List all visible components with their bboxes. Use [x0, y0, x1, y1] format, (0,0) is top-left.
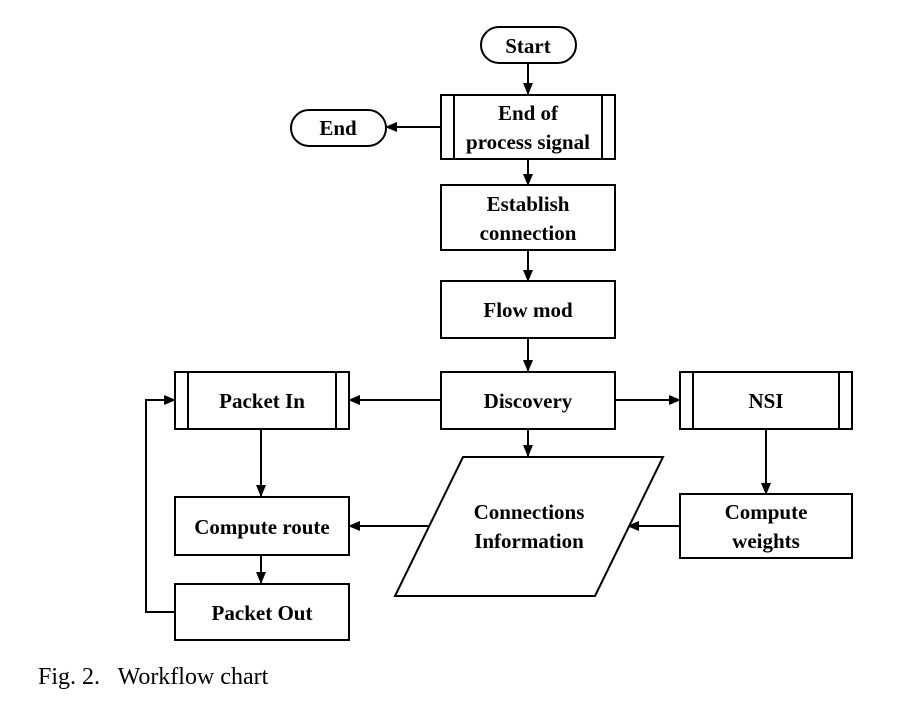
- node-discovery-label: Discovery: [484, 389, 573, 413]
- node-establish-line2: connection: [480, 221, 577, 245]
- node-connections-line2: Information: [474, 529, 584, 553]
- node-establish-line1: Establish: [487, 192, 570, 216]
- node-compute-weights: Compute weights: [679, 493, 853, 559]
- node-end: End: [290, 109, 387, 147]
- figure-caption: Fig. 2. Workflow chart: [38, 664, 269, 690]
- node-compute-weights-line1: Compute: [725, 500, 808, 524]
- node-nsi: NSI: [679, 371, 853, 430]
- node-end-of-process-line2: process signal: [466, 130, 590, 154]
- node-discovery: Discovery: [440, 371, 616, 430]
- node-end-of-process-signal: End of process signal: [440, 94, 616, 160]
- node-end-label: End: [319, 116, 357, 140]
- node-packet-out-label: Packet Out: [212, 601, 313, 625]
- node-packet-in: Packet In: [174, 371, 350, 430]
- node-connections-information: Connections Information: [393, 456, 665, 597]
- node-packet-in-label: Packet In: [219, 389, 305, 413]
- node-establish-connection: Establish connection: [440, 184, 616, 251]
- node-end-of-process-line1: End of: [498, 101, 559, 125]
- node-packet-out: Packet Out: [174, 583, 350, 641]
- node-start: Start: [480, 26, 577, 64]
- node-flow-mod-label: Flow mod: [483, 298, 573, 322]
- node-compute-route-label: Compute route: [194, 515, 330, 539]
- node-start-label: Start: [505, 34, 551, 58]
- node-compute-route: Compute route: [174, 496, 350, 556]
- node-connections-line1: Connections: [474, 500, 585, 524]
- node-flow-mod: Flow mod: [440, 280, 616, 339]
- node-nsi-label: NSI: [748, 389, 783, 413]
- node-compute-weights-line2: weights: [732, 529, 800, 553]
- edge-packetout-to-packetin: [145, 395, 176, 613]
